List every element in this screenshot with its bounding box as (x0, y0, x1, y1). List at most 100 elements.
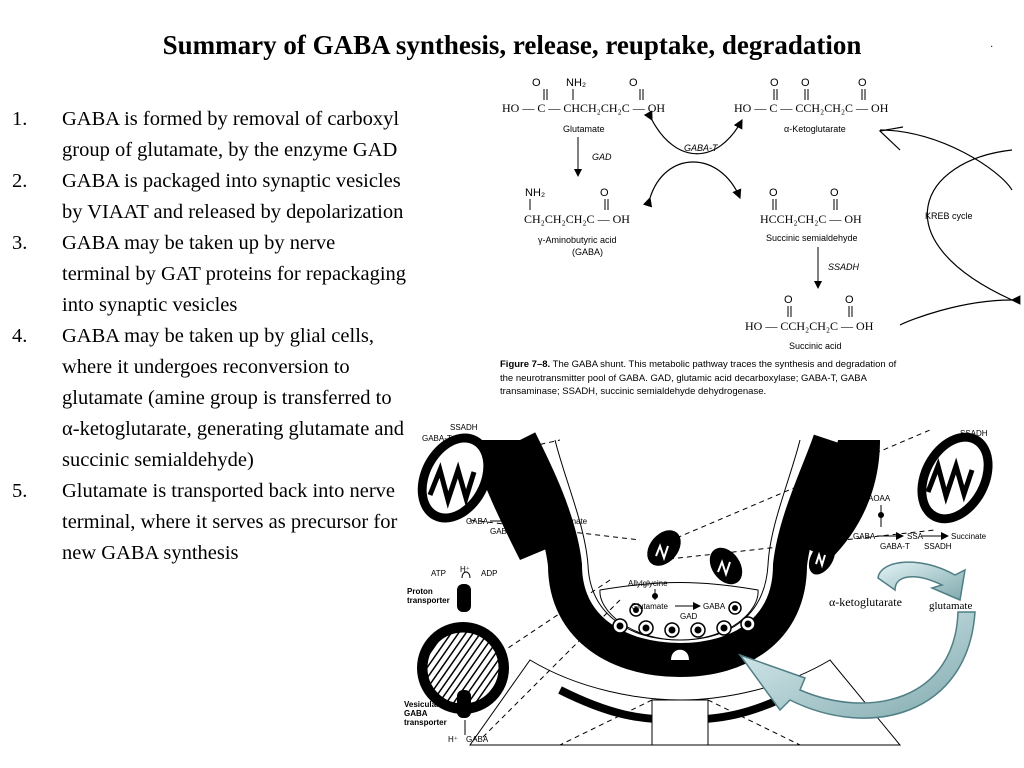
succinic-formula: HO — CCH₂CH₂C — OH (745, 319, 874, 333)
caption-label: Figure 7–8. (500, 359, 551, 370)
vesicular-gaba-transporter (457, 690, 471, 718)
ketoglutarate-formula: HO — C — CCH₂CH₂C — OH (734, 101, 889, 115)
arrow-head (878, 126, 904, 151)
glutamate-to-terminal-arrow (737, 611, 976, 719)
glutamate-return-arrow (877, 561, 966, 602)
gaba-t-arrow (643, 110, 743, 155)
proton-transporter (457, 584, 471, 612)
atp-label: ATP (431, 569, 446, 578)
gaba-name: γ-Aminobutyric acid (538, 235, 617, 245)
oxygen-label: O (830, 187, 839, 199)
vesicle-row (612, 601, 756, 638)
succinate-label: Succinate (552, 517, 588, 526)
vesicular-label: Vesicular (404, 700, 439, 709)
ketoglutarate-label: α-ketoglutarate (829, 595, 902, 609)
ssa-name: Succinic semialdehyde (766, 233, 858, 243)
figure-caption: Figure 7–8. The GABA shunt. This metabol… (500, 358, 900, 399)
succinate-label: Succinate (951, 532, 987, 541)
list-item: 3. GABA may be taken up by nerve terminal… (12, 228, 407, 321)
proton-transporter-label: transporter (407, 596, 450, 605)
gaba-label: GABA (853, 532, 876, 541)
succinic-name: Succinic acid (789, 341, 842, 351)
list-number: 2. (12, 170, 28, 192)
glutamate-formula: HO — C — CHCH₂CH₂C — OH (502, 101, 665, 115)
h-plus-label: H⁺ (448, 735, 458, 744)
synapse-diagram: SSADH GABA-T AOAA GABA SSA Succinate GAB… (404, 423, 993, 746)
inhibitor-dot (652, 593, 658, 599)
oxygen-label: O (770, 77, 779, 89)
mitochondrion-astrocyte (808, 541, 836, 575)
list-number: 4. (12, 325, 28, 347)
lead-line (659, 429, 931, 546)
large-vesicle (417, 571, 509, 735)
mitochondrion-small (647, 530, 681, 566)
proton-label: Proton (407, 587, 433, 596)
list-item: 2. GABA is packaged into synaptic vesicle… (12, 166, 407, 228)
list-item: 4. GABA may be taken up by glial cells, w… (12, 321, 407, 476)
ssa-label: SSA (519, 517, 536, 526)
gaba-t-label: GABA-T (684, 143, 719, 153)
kreb-arc (926, 149, 1013, 301)
ssadh-label: SSADH (828, 262, 860, 272)
title-dot: · (990, 42, 994, 53)
glutamate-name: Glutamate (563, 124, 605, 134)
astrocyte-mass-right (800, 440, 880, 560)
oxygen-label: O (784, 294, 793, 306)
vesicular-gaba-label: GABA (404, 709, 428, 718)
oxygen-label: O (600, 187, 609, 199)
atp-arrow (461, 571, 471, 579)
caption-text: The GABA shunt. This metabolic pathway t… (500, 359, 897, 397)
ssa-label: SSA (907, 532, 924, 541)
list-number: 5. (12, 480, 28, 502)
gaba-t-arrow (642, 161, 742, 208)
cristae (925, 457, 975, 505)
lead-line (659, 529, 936, 561)
list-text: GABA may be taken up by glial cells, whe… (62, 325, 405, 471)
cristae (427, 461, 477, 509)
aoaa-label: AOAA (512, 484, 535, 493)
recycle-arrows (737, 561, 976, 719)
oxygen-label: O (845, 294, 854, 306)
ssadh-label: SSADH (450, 423, 478, 432)
list-text: GABA is formed by removal of carboxyl gr… (62, 108, 400, 161)
ssadh-label: SSADH (960, 429, 988, 438)
mitochondrion-small (709, 547, 743, 585)
list-number: 3. (12, 232, 28, 254)
oxygen-label: O (769, 187, 778, 199)
ssadh-label: SSADH (536, 527, 564, 536)
nh2-label: NH₂ (525, 187, 545, 199)
gaba-t-label: GABA-T (880, 542, 910, 551)
oxygen-label: O (801, 77, 810, 89)
oxygen-label: O (858, 77, 867, 89)
list-text: GABA is packaged into synaptic vesicles … (62, 170, 404, 223)
aoaa-label: AOAA (868, 494, 891, 503)
h-plus-label: H⁺ (460, 565, 470, 574)
gad-label: GAD (592, 152, 612, 162)
gaba-shunt-pathway: O NH₂ O HO — C — CHCH₂CH₂C — OH Glutamat… (502, 77, 1021, 351)
glutamate-label: glutamate (929, 600, 973, 612)
list-number: 1. (12, 108, 28, 130)
ketoglutarate-name: α-Ketoglutarate (784, 124, 846, 134)
mitochondrion-right (917, 432, 993, 524)
list-text: GABA may be taken up by nerve terminal b… (62, 232, 407, 316)
astrocyte-process-label: process (786, 518, 817, 527)
gaba-label: GABA (703, 602, 726, 611)
inhibitor-dot (878, 512, 884, 518)
gad-label: GAD (680, 612, 698, 621)
summary-list: 1. GABA is formed by removal of carboxyl … (12, 104, 407, 569)
astrocyte-label: Astrocyte (784, 508, 821, 517)
oxygen-label: O (629, 77, 638, 89)
ssadh-label: SSADH (924, 542, 952, 551)
list-item: 5. Glutamate is transported back into ner… (12, 476, 407, 569)
mitochondrion-left (417, 433, 493, 523)
gaba-name-abbrev: (GABA) (572, 247, 603, 257)
list-item: 1. GABA is formed by removal of carboxyl … (12, 104, 407, 166)
slide-title: Summary of GABA synthesis, release, reup… (162, 30, 862, 60)
list-text: Glutamate is transported back into nerve… (62, 480, 398, 564)
allylglycine-label: Allylglycine (628, 579, 668, 588)
ssa-formula: HCCH₂CH₂C — OH (760, 212, 862, 226)
gaba-t-label: GABA-T (490, 527, 520, 536)
lead-line (469, 439, 561, 461)
oxygen-label: O (532, 77, 541, 89)
